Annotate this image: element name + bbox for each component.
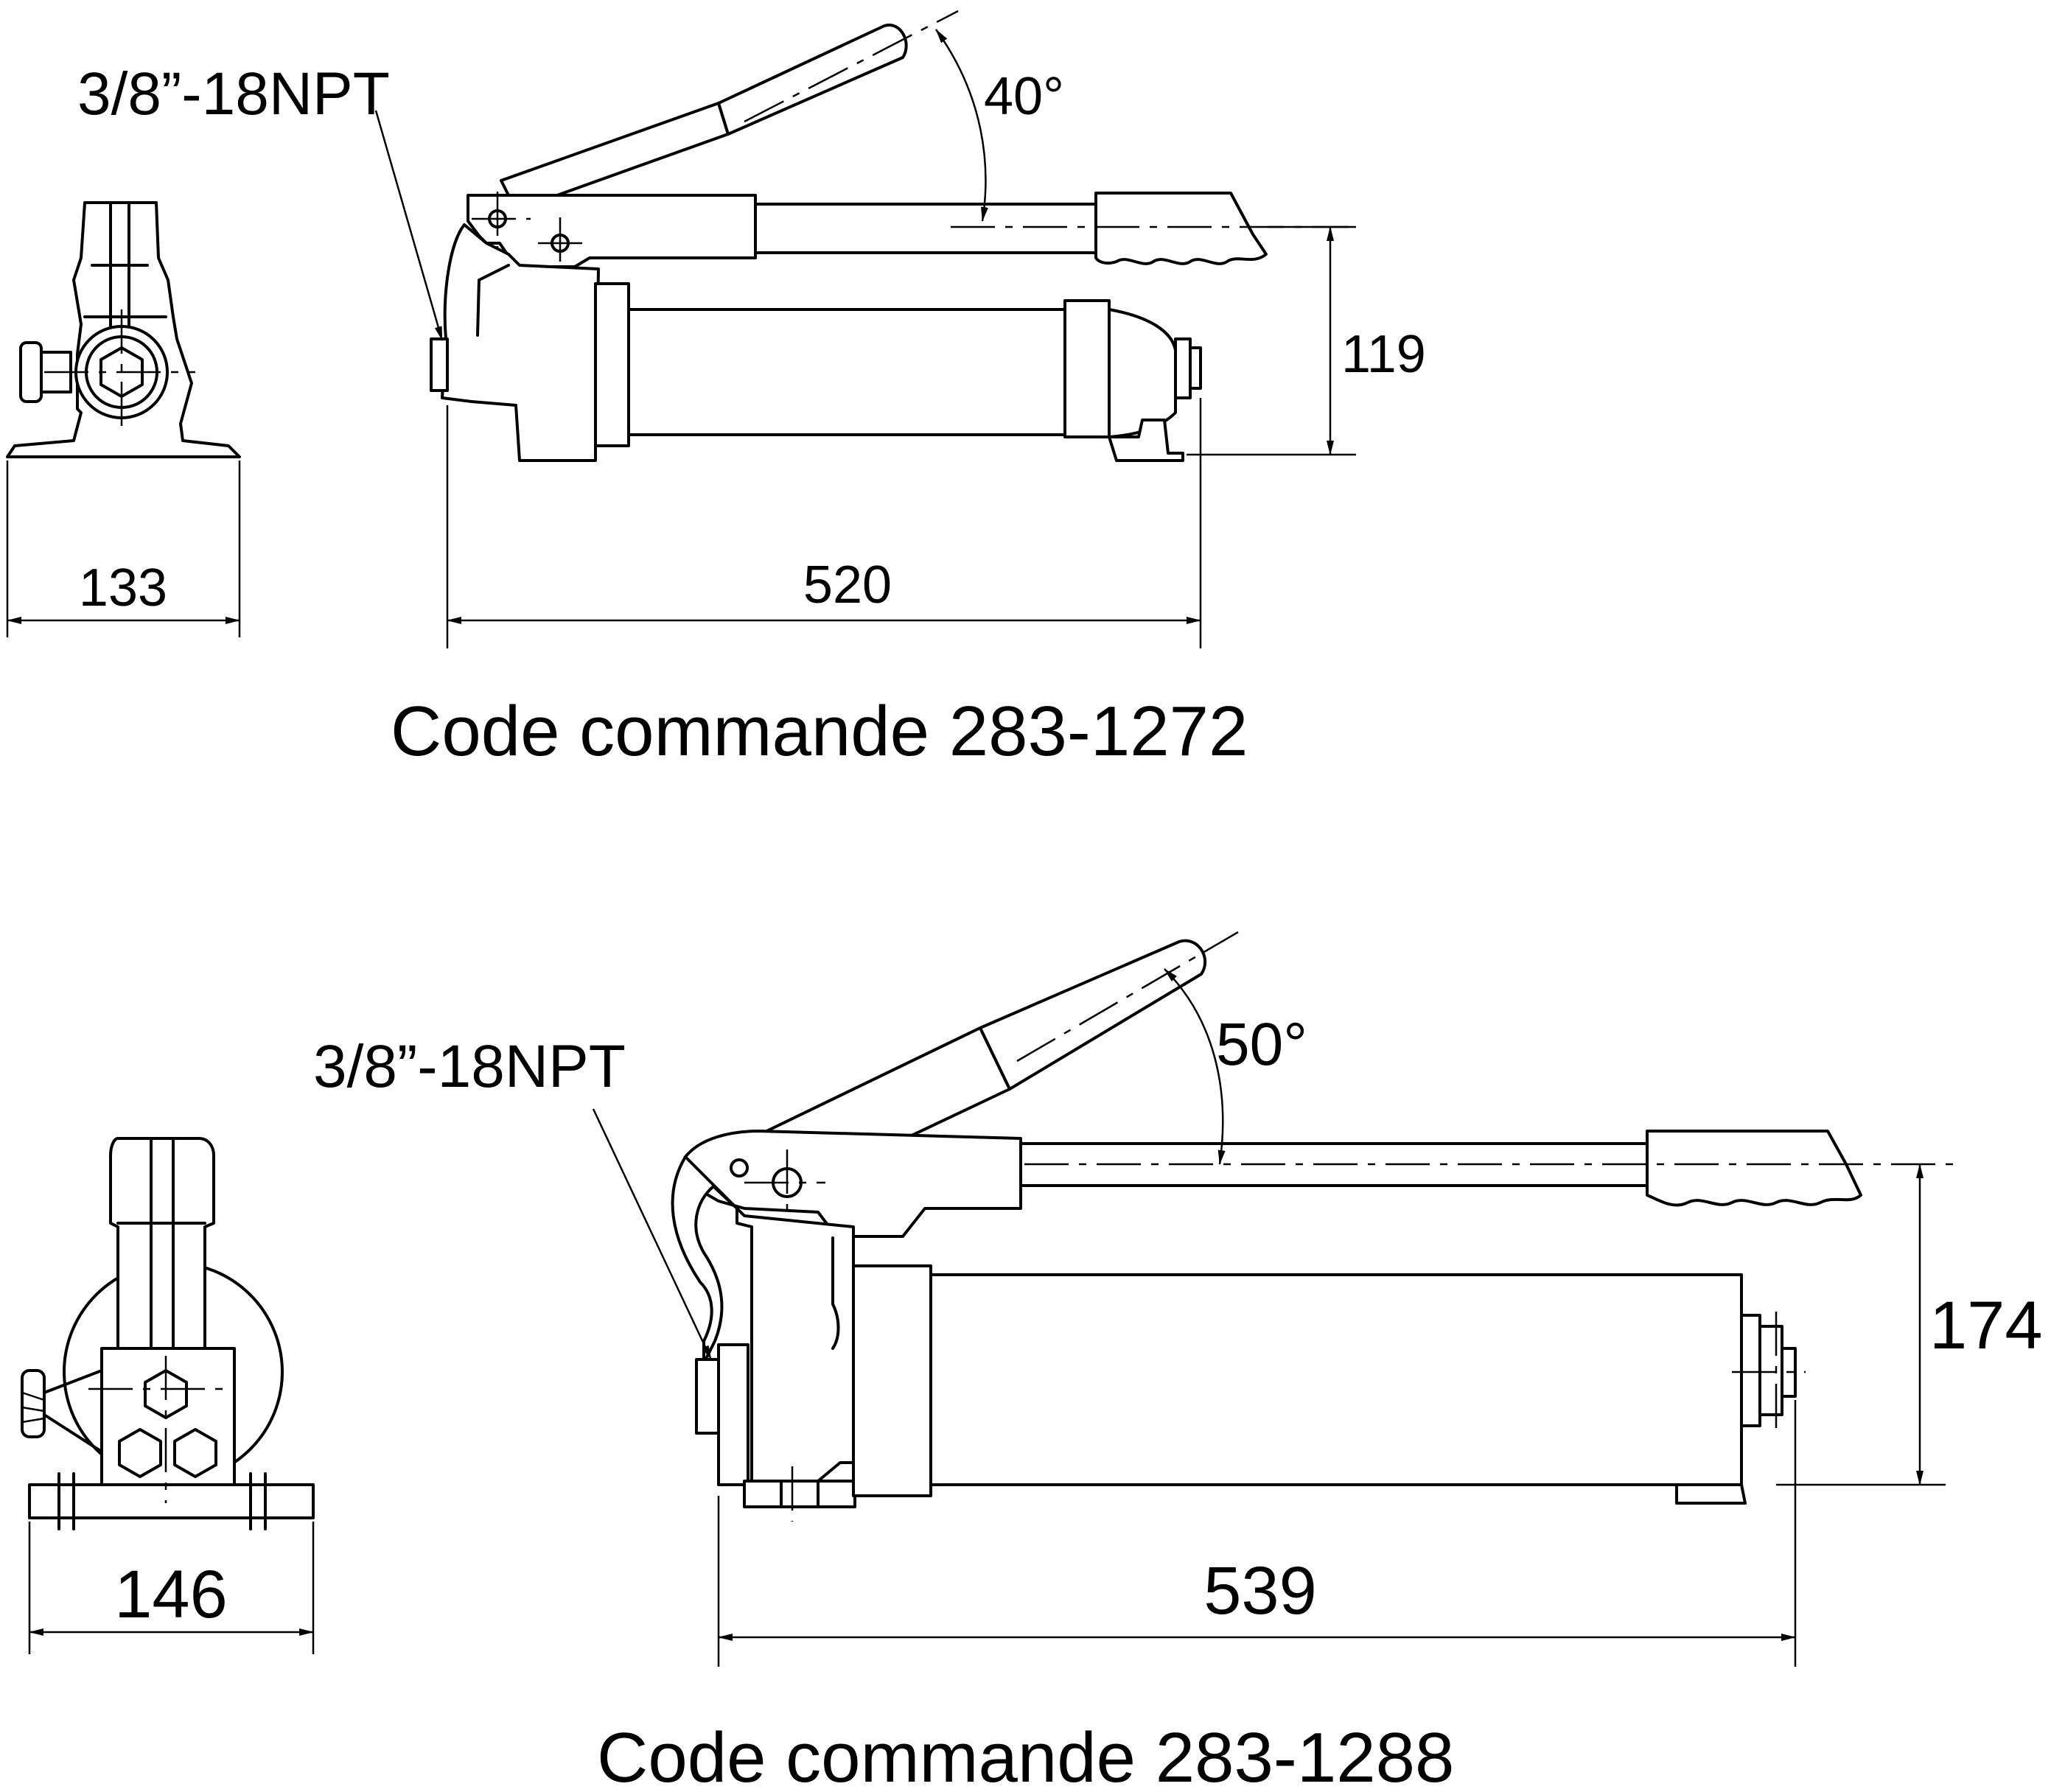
pump1-port-label: 3/8”-18NPT bbox=[77, 60, 390, 127]
pump1-width-dimension: 133 bbox=[79, 559, 167, 617]
pump1-length-dimension: 520 bbox=[803, 556, 892, 615]
pump2-side-view bbox=[592, 931, 1953, 1667]
pump2-angle-label: 50° bbox=[1216, 1011, 1307, 1078]
pump1-angle-label: 40° bbox=[984, 67, 1064, 126]
pump2-end-view bbox=[21, 1137, 315, 1654]
pump1-height-dimension: 119 bbox=[1341, 325, 1426, 384]
pump2-height-dimension: 174 bbox=[1929, 1288, 2043, 1363]
pump1-side-view bbox=[374, 10, 1356, 648]
pump2-order-code: Code commande 283-1288 bbox=[597, 1718, 1454, 1792]
pump1-order-code: Code commande 283-1272 bbox=[391, 692, 1248, 771]
pump1-end-view bbox=[6, 201, 241, 637]
pump2-port-label: 3/8”-18NPT bbox=[313, 1033, 626, 1100]
pump2-width-dimension: 146 bbox=[114, 1557, 228, 1632]
pump2-length-dimension: 539 bbox=[1203, 1553, 1317, 1628]
